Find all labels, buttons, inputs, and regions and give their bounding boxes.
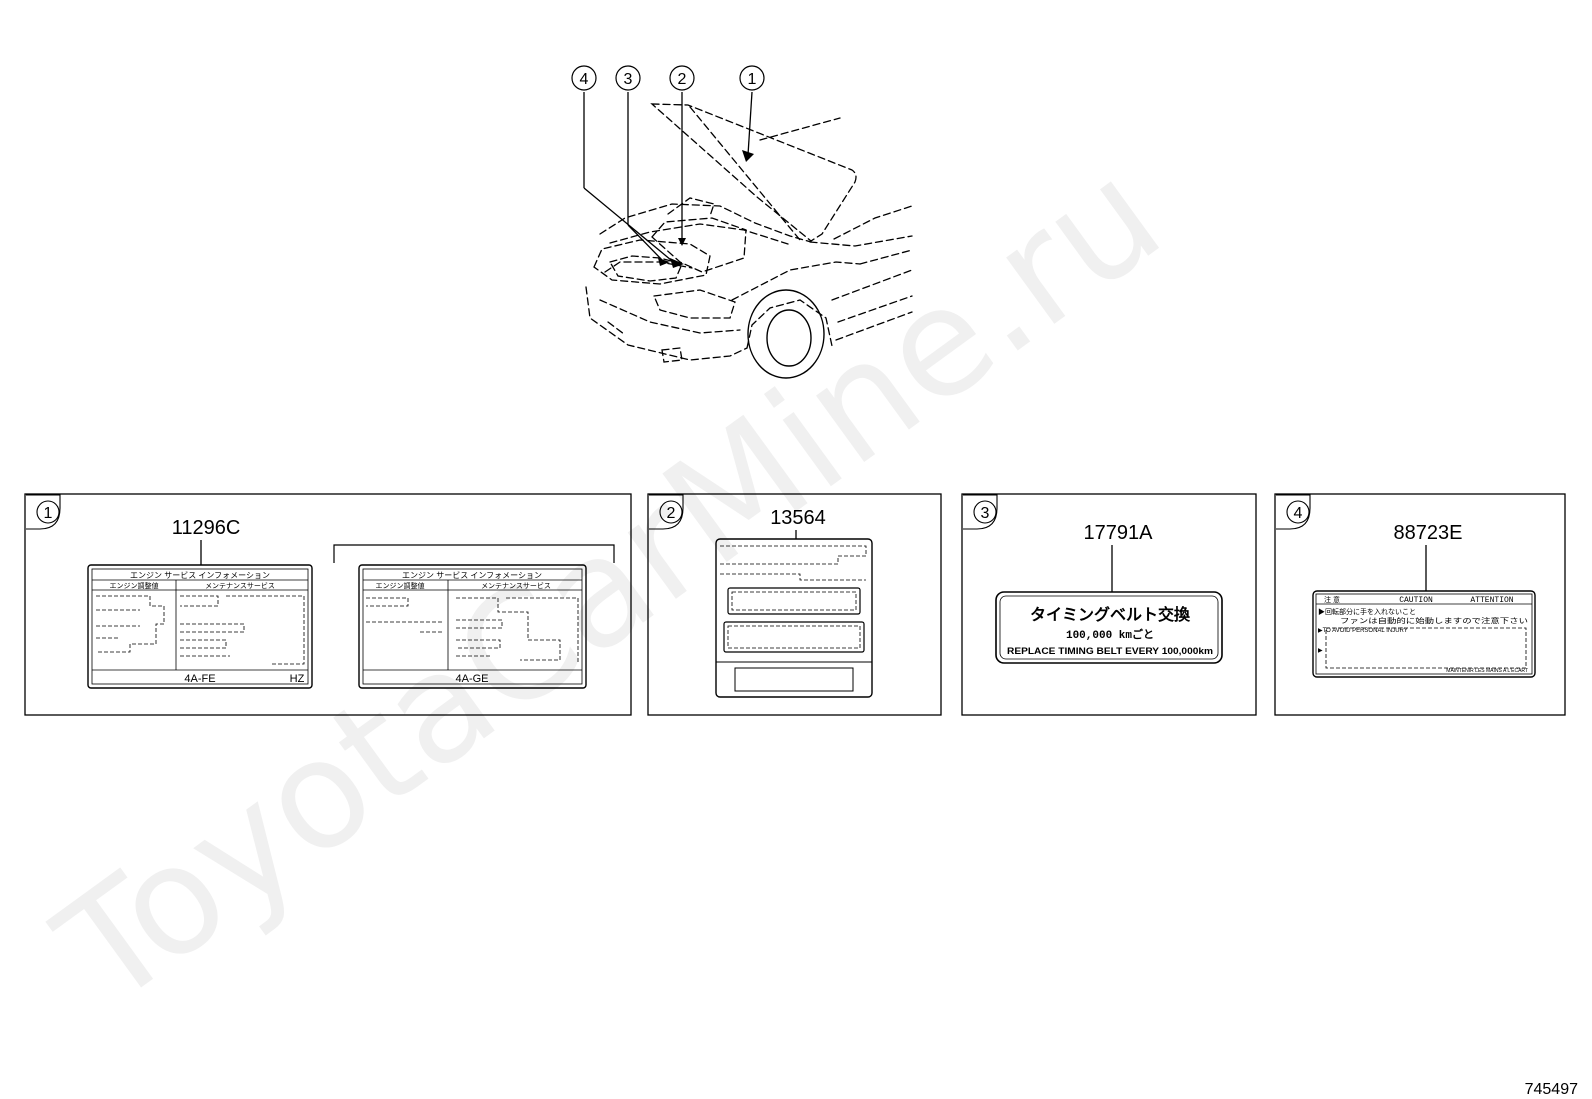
svg-text:▶回転部分に手を入れないこと: ▶回転部分に手を入れないこと bbox=[1318, 607, 1416, 616]
svg-text:注 意: 注 意 bbox=[1324, 595, 1340, 604]
front-wheel bbox=[747, 289, 825, 379]
svg-text:2: 2 bbox=[678, 71, 687, 88]
svg-text:エンジン調整値: エンジン調整値 bbox=[110, 581, 159, 590]
svg-text:▶: ▶ bbox=[1318, 648, 1323, 654]
callout-1: 1 bbox=[739, 65, 765, 91]
panel-4: 4 88723E 注 意 CAUTION ATTENTION ▶回転部分に手を入… bbox=[1274, 493, 1566, 716]
panel-1-number: 1 bbox=[44, 505, 53, 522]
svg-text:エンジン調整値: エンジン調整値 bbox=[376, 581, 425, 590]
svg-text:4A-GE: 4A-GE bbox=[455, 673, 488, 685]
panel-2-part-number: 13564 bbox=[770, 507, 826, 529]
panel-2-number: 2 bbox=[667, 505, 676, 522]
timing-belt-record-label bbox=[715, 538, 873, 698]
svg-text:CAUTION: CAUTION bbox=[1399, 596, 1433, 605]
panel-3-part-number: 17791A bbox=[1084, 522, 1154, 544]
svg-text:エンジン サービス インフォメーション: エンジン サービス インフォメーション bbox=[402, 571, 542, 580]
engine-service-label-4a-fe: エンジン サービス インフォメーション エンジン調整値 メンテナンスサービス 4… bbox=[87, 564, 313, 689]
diagram-id: 745497 bbox=[1525, 1081, 1578, 1098]
svg-text:HZ: HZ bbox=[290, 673, 305, 685]
panel-3-number: 3 bbox=[981, 505, 990, 522]
timing-belt-caution-label: タイミングベルト交換 100,000 kmごと REPLACE TIMING B… bbox=[995, 591, 1223, 664]
callout-2: 2 bbox=[669, 65, 695, 91]
svg-text:メンテナンスサービス: メンテナンスサービス bbox=[205, 581, 275, 590]
panel-1: 1 11296C エンジン サービス インフォメーション エンジン調整値 メンテ… bbox=[24, 493, 632, 716]
svg-text:▶TO AVOID PERSONAL INJURY: ▶TO AVOID PERSONAL INJURY bbox=[1318, 628, 1408, 634]
panel-3: 3 17791A タイミングベルト交換 100,000 kmごと REPLACE… bbox=[961, 493, 1257, 716]
svg-text:メンテナンスサービス: メンテナンスサービス bbox=[481, 581, 551, 590]
engine-service-label-4a-ge: エンジン サービス インフォメーション エンジン調整値 メンテナンスサービス 4… bbox=[358, 564, 587, 689]
svg-text:エンジン サービス インフォメーション: エンジン サービス インフォメーション bbox=[130, 571, 270, 580]
callout-leaders bbox=[583, 91, 753, 266]
svg-text:ATTENTION: ATTENTION bbox=[1470, 596, 1513, 605]
panel-1-part-number: 11296C bbox=[172, 517, 241, 539]
svg-text:1: 1 bbox=[748, 71, 757, 88]
callout-3: 3 bbox=[615, 65, 641, 91]
svg-text:4A-FE: 4A-FE bbox=[184, 673, 215, 685]
callout-4: 4 bbox=[571, 65, 597, 91]
svg-text:4: 4 bbox=[580, 71, 589, 88]
car-front-illustration bbox=[585, 103, 913, 363]
svg-text:3: 3 bbox=[624, 71, 633, 88]
panel-4-number: 4 bbox=[1294, 505, 1303, 522]
svg-text:MAINTENIR LES MAINS A L'ECART: MAINTENIR LES MAINS A L'ECART bbox=[1446, 668, 1528, 674]
svg-text:ファンは自動的に始動しますので注意下さい: ファンは自動的に始動しますので注意下さい bbox=[1340, 616, 1528, 625]
svg-text:100,000 kmごと: 100,000 kmごと bbox=[1066, 627, 1154, 642]
panel-4-part-number: 88723E bbox=[1394, 522, 1463, 544]
callout-markers bbox=[658, 150, 754, 268]
svg-text:REPLACE TIMING BELT EVERY 100,: REPLACE TIMING BELT EVERY 100,000km bbox=[1007, 646, 1213, 656]
fan-caution-label: 注 意 CAUTION ATTENTION ▶回転部分に手を入れないこと ファン… bbox=[1312, 590, 1536, 678]
svg-text:タイミングベルト交換: タイミングベルト交換 bbox=[1030, 605, 1191, 624]
panel-2: 2 13564 bbox=[647, 493, 942, 716]
